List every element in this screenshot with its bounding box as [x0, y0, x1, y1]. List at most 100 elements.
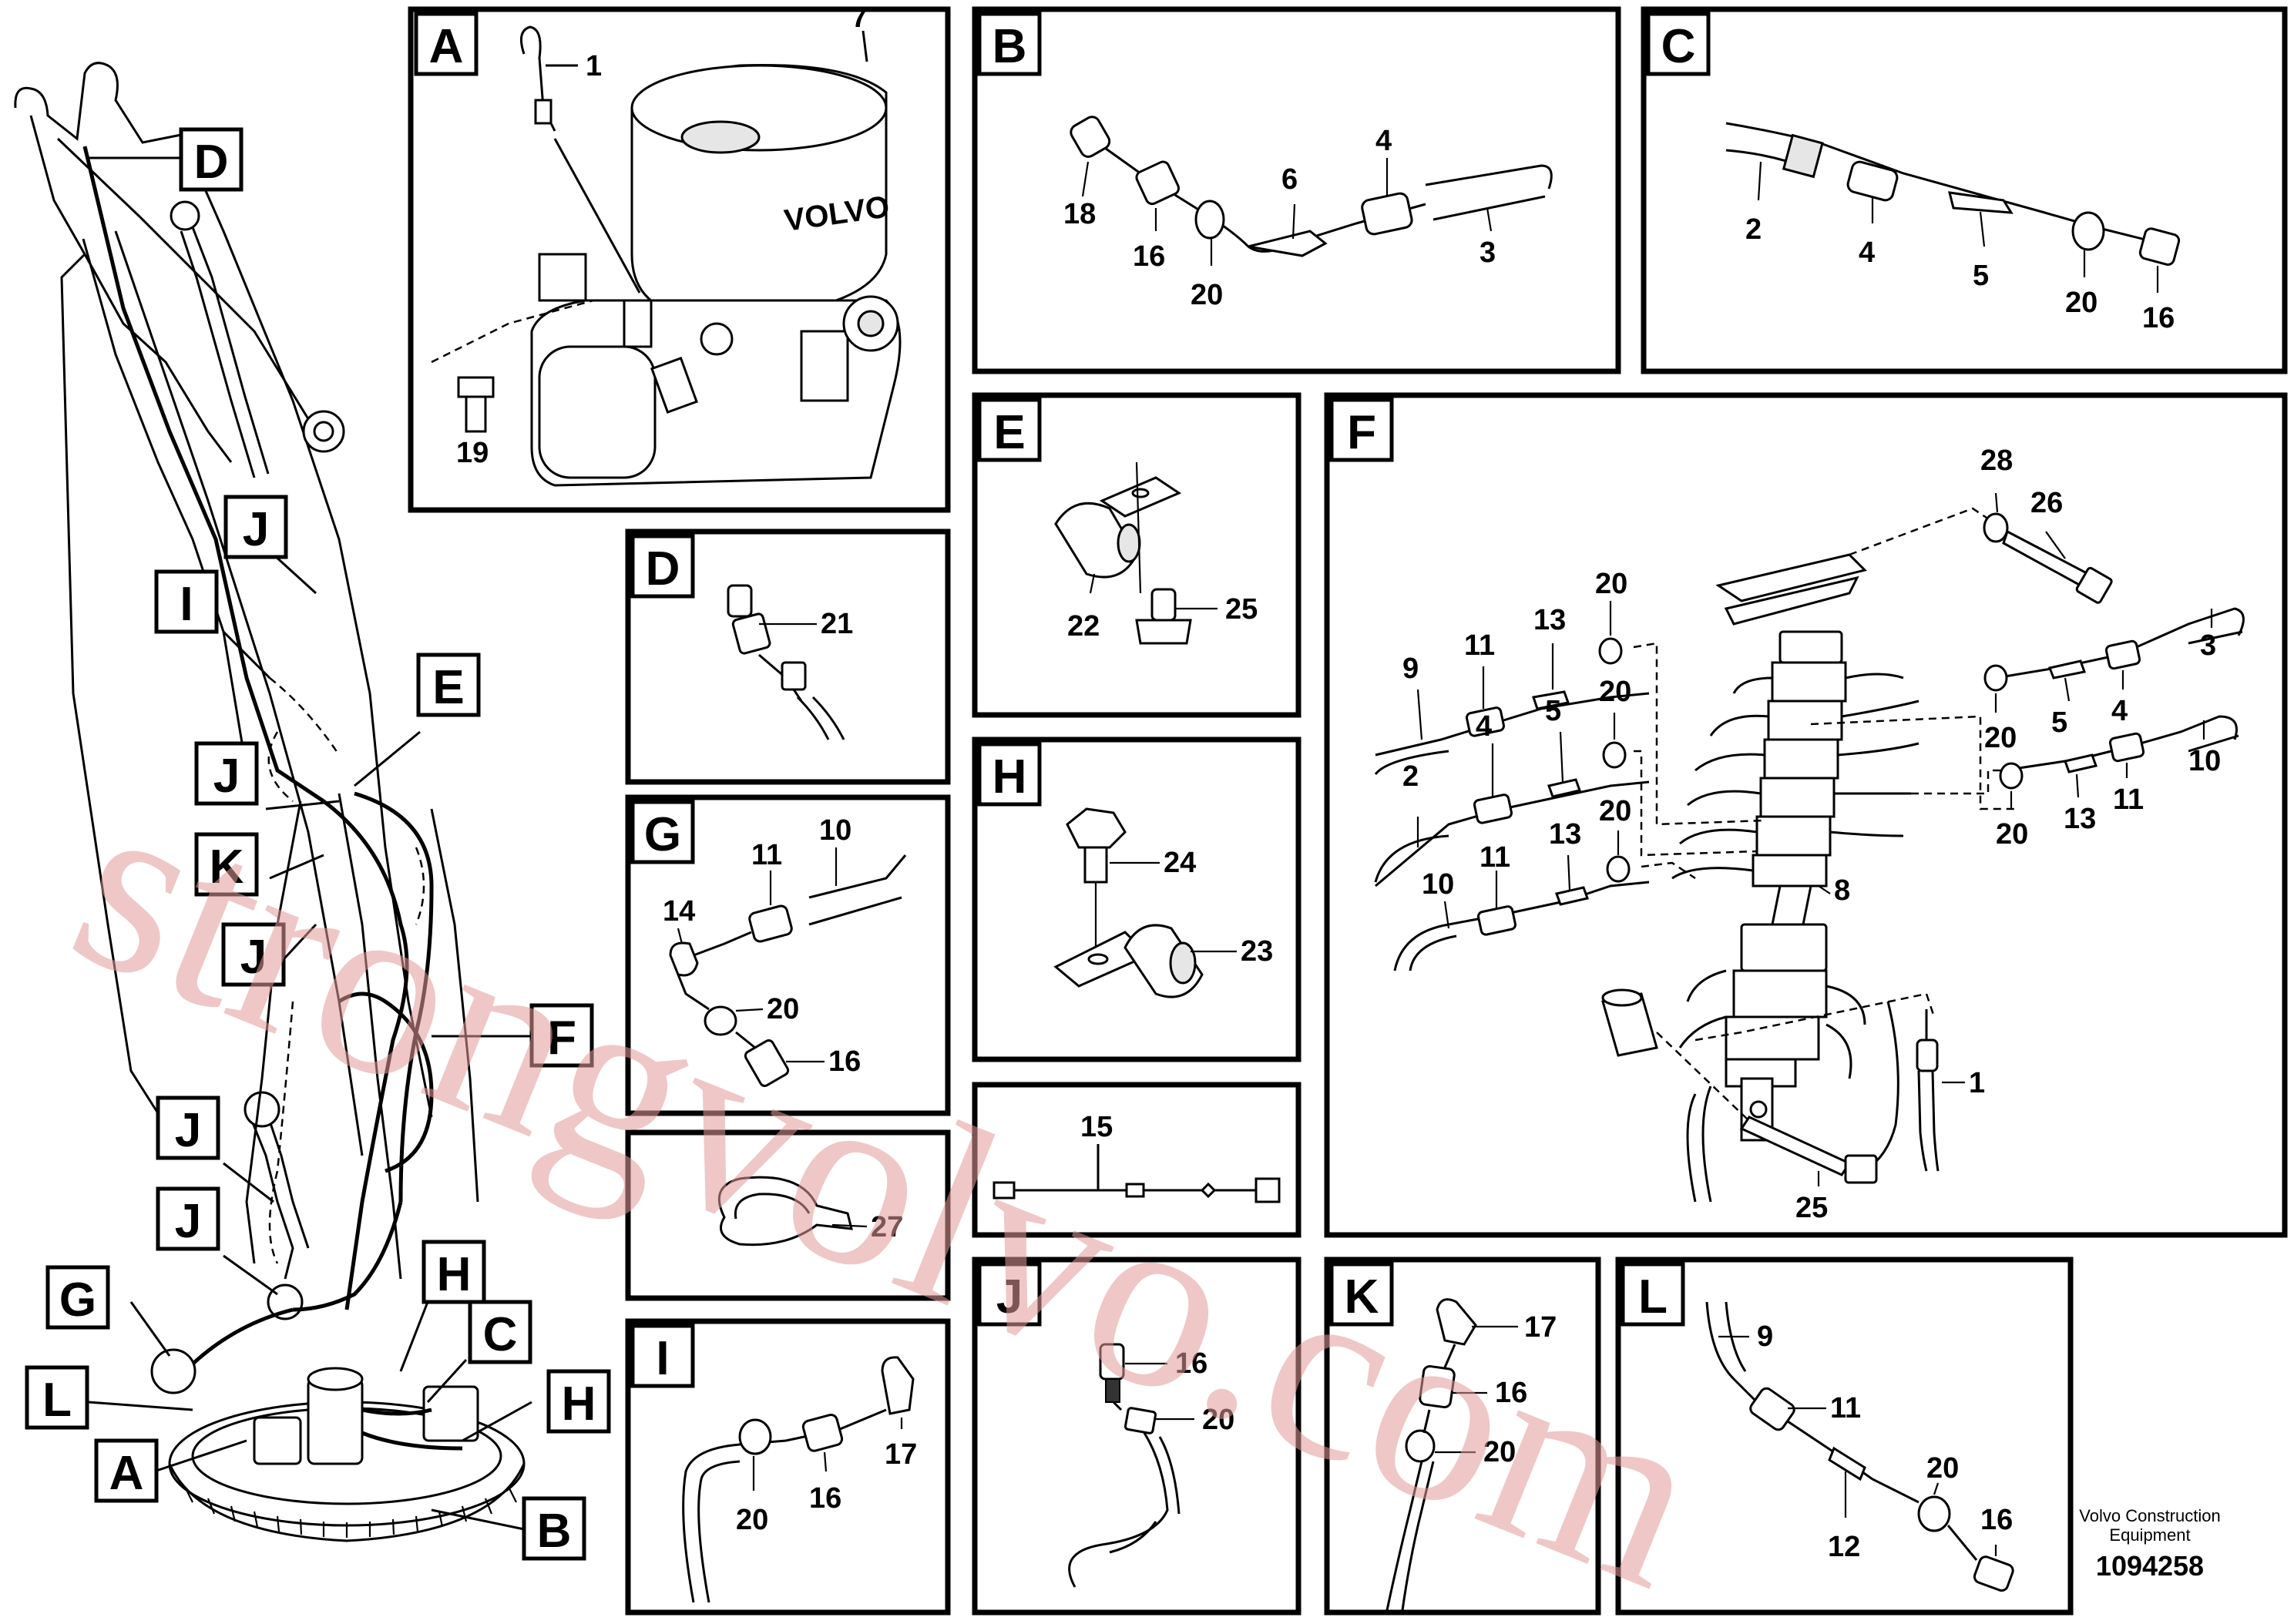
overview-label: A	[94, 1438, 159, 1503]
svg-text:4: 4	[2111, 695, 2128, 727]
panel-wiring: 15	[972, 1082, 1302, 1238]
svg-text:9: 9	[1757, 1320, 1773, 1353]
distributor-block-8	[1725, 630, 1847, 1142]
overview-label: I	[154, 569, 219, 634]
sleeve-20	[704, 1005, 737, 1036]
svg-text:F: F	[1347, 406, 1376, 459]
coupling-11	[2108, 732, 2145, 763]
svg-text:21: 21	[821, 608, 853, 640]
credit-line-2: Equipment	[2109, 1525, 2190, 1545]
sleeve-20	[1983, 664, 2008, 692]
sleeve-20	[1917, 1495, 1951, 1532]
svg-text:I: I	[656, 1332, 669, 1385]
svg-text:L: L	[1638, 1270, 1668, 1324]
svg-text:E: E	[993, 406, 1025, 459]
svg-text:J: J	[240, 931, 267, 984]
sleeve-20	[1194, 200, 1225, 240]
nipple-16	[1135, 160, 1181, 206]
sleeve-20	[1999, 762, 2024, 790]
svg-text:26: 26	[2030, 487, 2063, 519]
bolt-25	[1135, 619, 1192, 645]
svg-text:13: 13	[2064, 803, 2096, 835]
svg-text:20: 20	[1996, 818, 2028, 851]
panel-b: B 18 16 20 6 4 3	[972, 6, 1621, 374]
svg-text:11: 11	[2113, 783, 2144, 816]
overview-label: J	[156, 1186, 220, 1251]
nipple-16	[801, 1414, 844, 1452]
svg-text:17: 17	[1524, 1311, 1557, 1344]
svg-text:5: 5	[2051, 706, 2067, 739]
svg-text:C: C	[483, 1308, 518, 1361]
svg-text:23: 23	[1241, 935, 1273, 968]
panel-f: F	[1324, 392, 2288, 1238]
svg-text:D: D	[194, 136, 229, 189]
panel-g: G 11 10 14 20 16	[625, 794, 951, 1116]
panel-j: J 16 20	[972, 1257, 1302, 1616]
svg-text:E: E	[432, 661, 464, 714]
cable-tie-27	[717, 1176, 853, 1247]
svg-text:6: 6	[1281, 163, 1298, 196]
coupling-4	[2104, 639, 2141, 670]
overview-label: H	[422, 1240, 486, 1304]
svg-text:20: 20	[736, 1504, 768, 1536]
svg-text:2: 2	[1402, 760, 1419, 793]
overview-label: H	[546, 1369, 611, 1434]
panel-c: C 2 4 5 20 16	[1641, 6, 2288, 374]
coupling-4	[1361, 192, 1413, 236]
svg-text:5: 5	[1545, 695, 1561, 727]
sleeve-20	[1602, 741, 1627, 769]
svg-text:I: I	[180, 578, 193, 631]
svg-text:15: 15	[1080, 1111, 1113, 1143]
svg-text:27: 27	[871, 1211, 903, 1243]
svg-text:F: F	[547, 1012, 576, 1065]
nipple-16	[744, 1039, 790, 1087]
coupling-11	[1465, 706, 1505, 737]
svg-text:16: 16	[1175, 1347, 1207, 1380]
overview-label: B	[522, 1496, 586, 1561]
nipple-16	[1973, 1555, 2014, 1592]
sleeve-20	[1598, 637, 1623, 665]
svg-text:20: 20	[1984, 722, 2017, 754]
credit-block: Volvo Construction Equipment 1094258	[2079, 1506, 2220, 1582]
svg-text:14: 14	[663, 895, 695, 928]
svg-text:24: 24	[1164, 847, 1196, 879]
svg-text:11: 11	[1480, 841, 1510, 874]
overview-leaders	[88, 156, 532, 1531]
overview-label: C	[468, 1300, 532, 1364]
bolt-24	[1066, 807, 1127, 849]
svg-text:13: 13	[1549, 818, 1581, 851]
overview-label: E	[416, 653, 481, 717]
svg-text:4: 4	[1859, 237, 1875, 269]
svg-text:J: J	[243, 503, 269, 556]
svg-text:A: A	[429, 20, 464, 73]
svg-text:25: 25	[1795, 1192, 1828, 1224]
overview-label: J	[194, 741, 259, 806]
svg-text:L: L	[42, 1374, 72, 1427]
svg-text:20: 20	[1191, 279, 1223, 311]
sleeve-20	[1606, 855, 1631, 883]
svg-text:12: 12	[1828, 1531, 1860, 1563]
svg-text:10: 10	[2188, 745, 2221, 777]
sleeve-20	[1405, 1429, 1436, 1463]
svg-text:11: 11	[751, 839, 782, 871]
svg-text:7: 7	[851, 2, 868, 34]
overview-label: L	[25, 1365, 89, 1430]
coupling-11	[1476, 905, 1516, 936]
svg-text:16: 16	[1495, 1377, 1527, 1409]
svg-text:25: 25	[1225, 593, 1258, 626]
elbow-14	[669, 941, 699, 977]
svg-text:G: G	[59, 1273, 96, 1327]
sleeve-20	[2071, 211, 2105, 251]
svg-text:J: J	[175, 1104, 201, 1157]
elbow-17	[881, 1356, 915, 1415]
svg-text:C: C	[1661, 20, 1696, 73]
svg-text:11: 11	[1830, 1392, 1861, 1424]
svg-text:1: 1	[586, 50, 602, 82]
svg-text:10: 10	[819, 814, 851, 847]
svg-text:J: J	[213, 750, 240, 803]
svg-text:2: 2	[1745, 213, 1762, 246]
svg-text:A: A	[109, 1447, 144, 1500]
svg-text:16: 16	[809, 1482, 841, 1515]
coupling-11	[1749, 1387, 1795, 1431]
